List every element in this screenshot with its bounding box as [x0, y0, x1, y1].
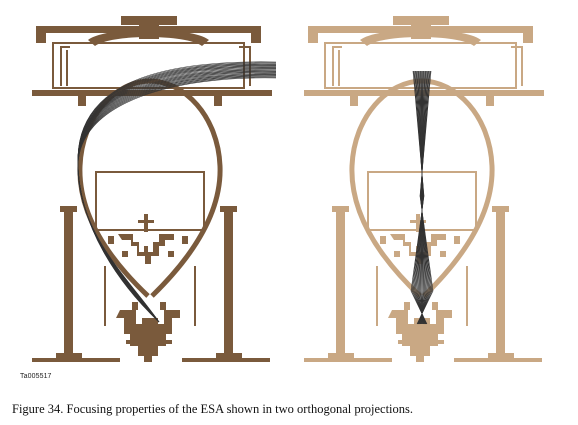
beam-focus-right [410, 70, 434, 325]
beam-trajectories-left [77, 61, 277, 323]
figure-id-label: Ta005517 [20, 373, 52, 380]
esa-right-projection [304, 16, 544, 362]
esa-left-projection [32, 16, 277, 362]
figure-caption: Figure 34. Focusing properties of the ES… [12, 402, 414, 416]
